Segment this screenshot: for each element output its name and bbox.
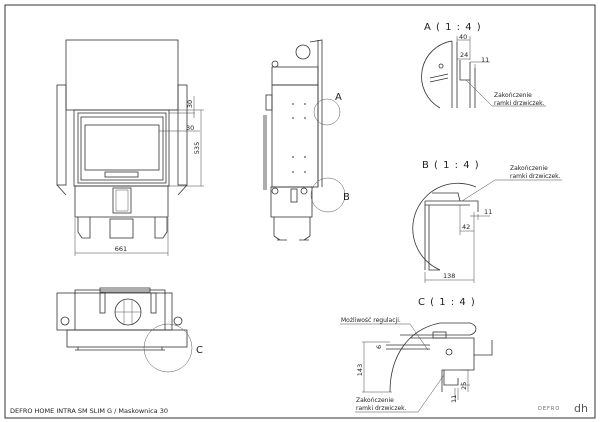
side-body xyxy=(271,84,319,188)
detail-a: A ( 1 : 4 ) 40 24 11 Zakończenie ramki d… xyxy=(421,22,546,109)
ash-door xyxy=(112,187,132,214)
callout-b-label: B xyxy=(343,192,350,203)
detail-a-note-1: Zakończenie xyxy=(494,92,532,99)
detail-b-dim-138: 138 xyxy=(443,272,455,280)
defro-home-logo: DEFRO dh xyxy=(538,402,588,415)
flue-housing xyxy=(65,39,179,111)
legs xyxy=(77,217,168,239)
detail-a-dim-11: 11 xyxy=(481,56,489,64)
center-plate xyxy=(109,218,134,239)
dim-top: 30 xyxy=(186,100,194,108)
detail-b-note-1: Zakończenie xyxy=(510,165,548,172)
door xyxy=(77,112,167,184)
callout-circle-c xyxy=(143,323,193,373)
detail-b-note-2: ramki drzwiczek. xyxy=(510,173,561,180)
detail-a-dim-24: 24 xyxy=(460,51,468,59)
fan xyxy=(295,44,311,60)
top-view: C xyxy=(56,287,203,373)
detail-c-dim-6: 6 xyxy=(375,345,383,349)
detail-c: C ( 1 : 4 ) 143 6 25 11 Możliwość regula… xyxy=(340,297,493,413)
dim-side: 30 xyxy=(186,124,194,132)
callout-circle-a xyxy=(313,98,341,126)
detail-c-dim-11: 11 xyxy=(450,395,458,403)
detail-a-title: A ( 1 : 4 ) xyxy=(424,22,482,33)
callout-a-label: A xyxy=(335,92,342,103)
left-side-panel xyxy=(56,84,67,186)
detail-c-note-1: Zakończenie xyxy=(356,397,394,404)
dim-width: 661 xyxy=(115,245,127,253)
callout-circle-b xyxy=(310,177,346,213)
svg-text:DEFRO: DEFRO xyxy=(538,406,560,412)
detail-b: B ( 1 : 4 ) 11 42 138 Zakończenie ramki … xyxy=(412,160,562,283)
detail-b-dim-11: 11 xyxy=(484,208,492,216)
right-side-panel xyxy=(177,84,188,186)
detail-c-dim-143: 143 xyxy=(356,364,364,376)
frame-maskownica xyxy=(73,109,170,187)
side-view: A B xyxy=(263,39,350,241)
detail-c-dim-25: 25 xyxy=(460,382,468,390)
detail-b-dim-42: 42 xyxy=(462,223,470,231)
front-view: 661 535 30 30 xyxy=(56,39,204,256)
detail-a-note-2: ramki drzwiczek. xyxy=(494,100,545,107)
dim-height: 535 xyxy=(193,142,201,154)
detail-b-title: B ( 1 : 4 ) xyxy=(422,160,480,171)
detail-c-note-2: ramki drzwiczek. xyxy=(356,405,407,412)
detail-c-adjust-note: Możliwość regulacji. xyxy=(341,317,401,324)
callout-c-label: C xyxy=(196,345,203,356)
detail-c-title: C ( 1 : 4 ) xyxy=(418,297,476,308)
detail-a-dim-40: 40 xyxy=(459,33,467,41)
footer-title: DEFRO HOME INTRA SM SLIM G / Maskownica … xyxy=(10,407,168,415)
lower-body xyxy=(74,185,169,218)
glass xyxy=(84,124,160,171)
drawing-border xyxy=(4,4,596,419)
svg-text:dh: dh xyxy=(574,402,588,415)
